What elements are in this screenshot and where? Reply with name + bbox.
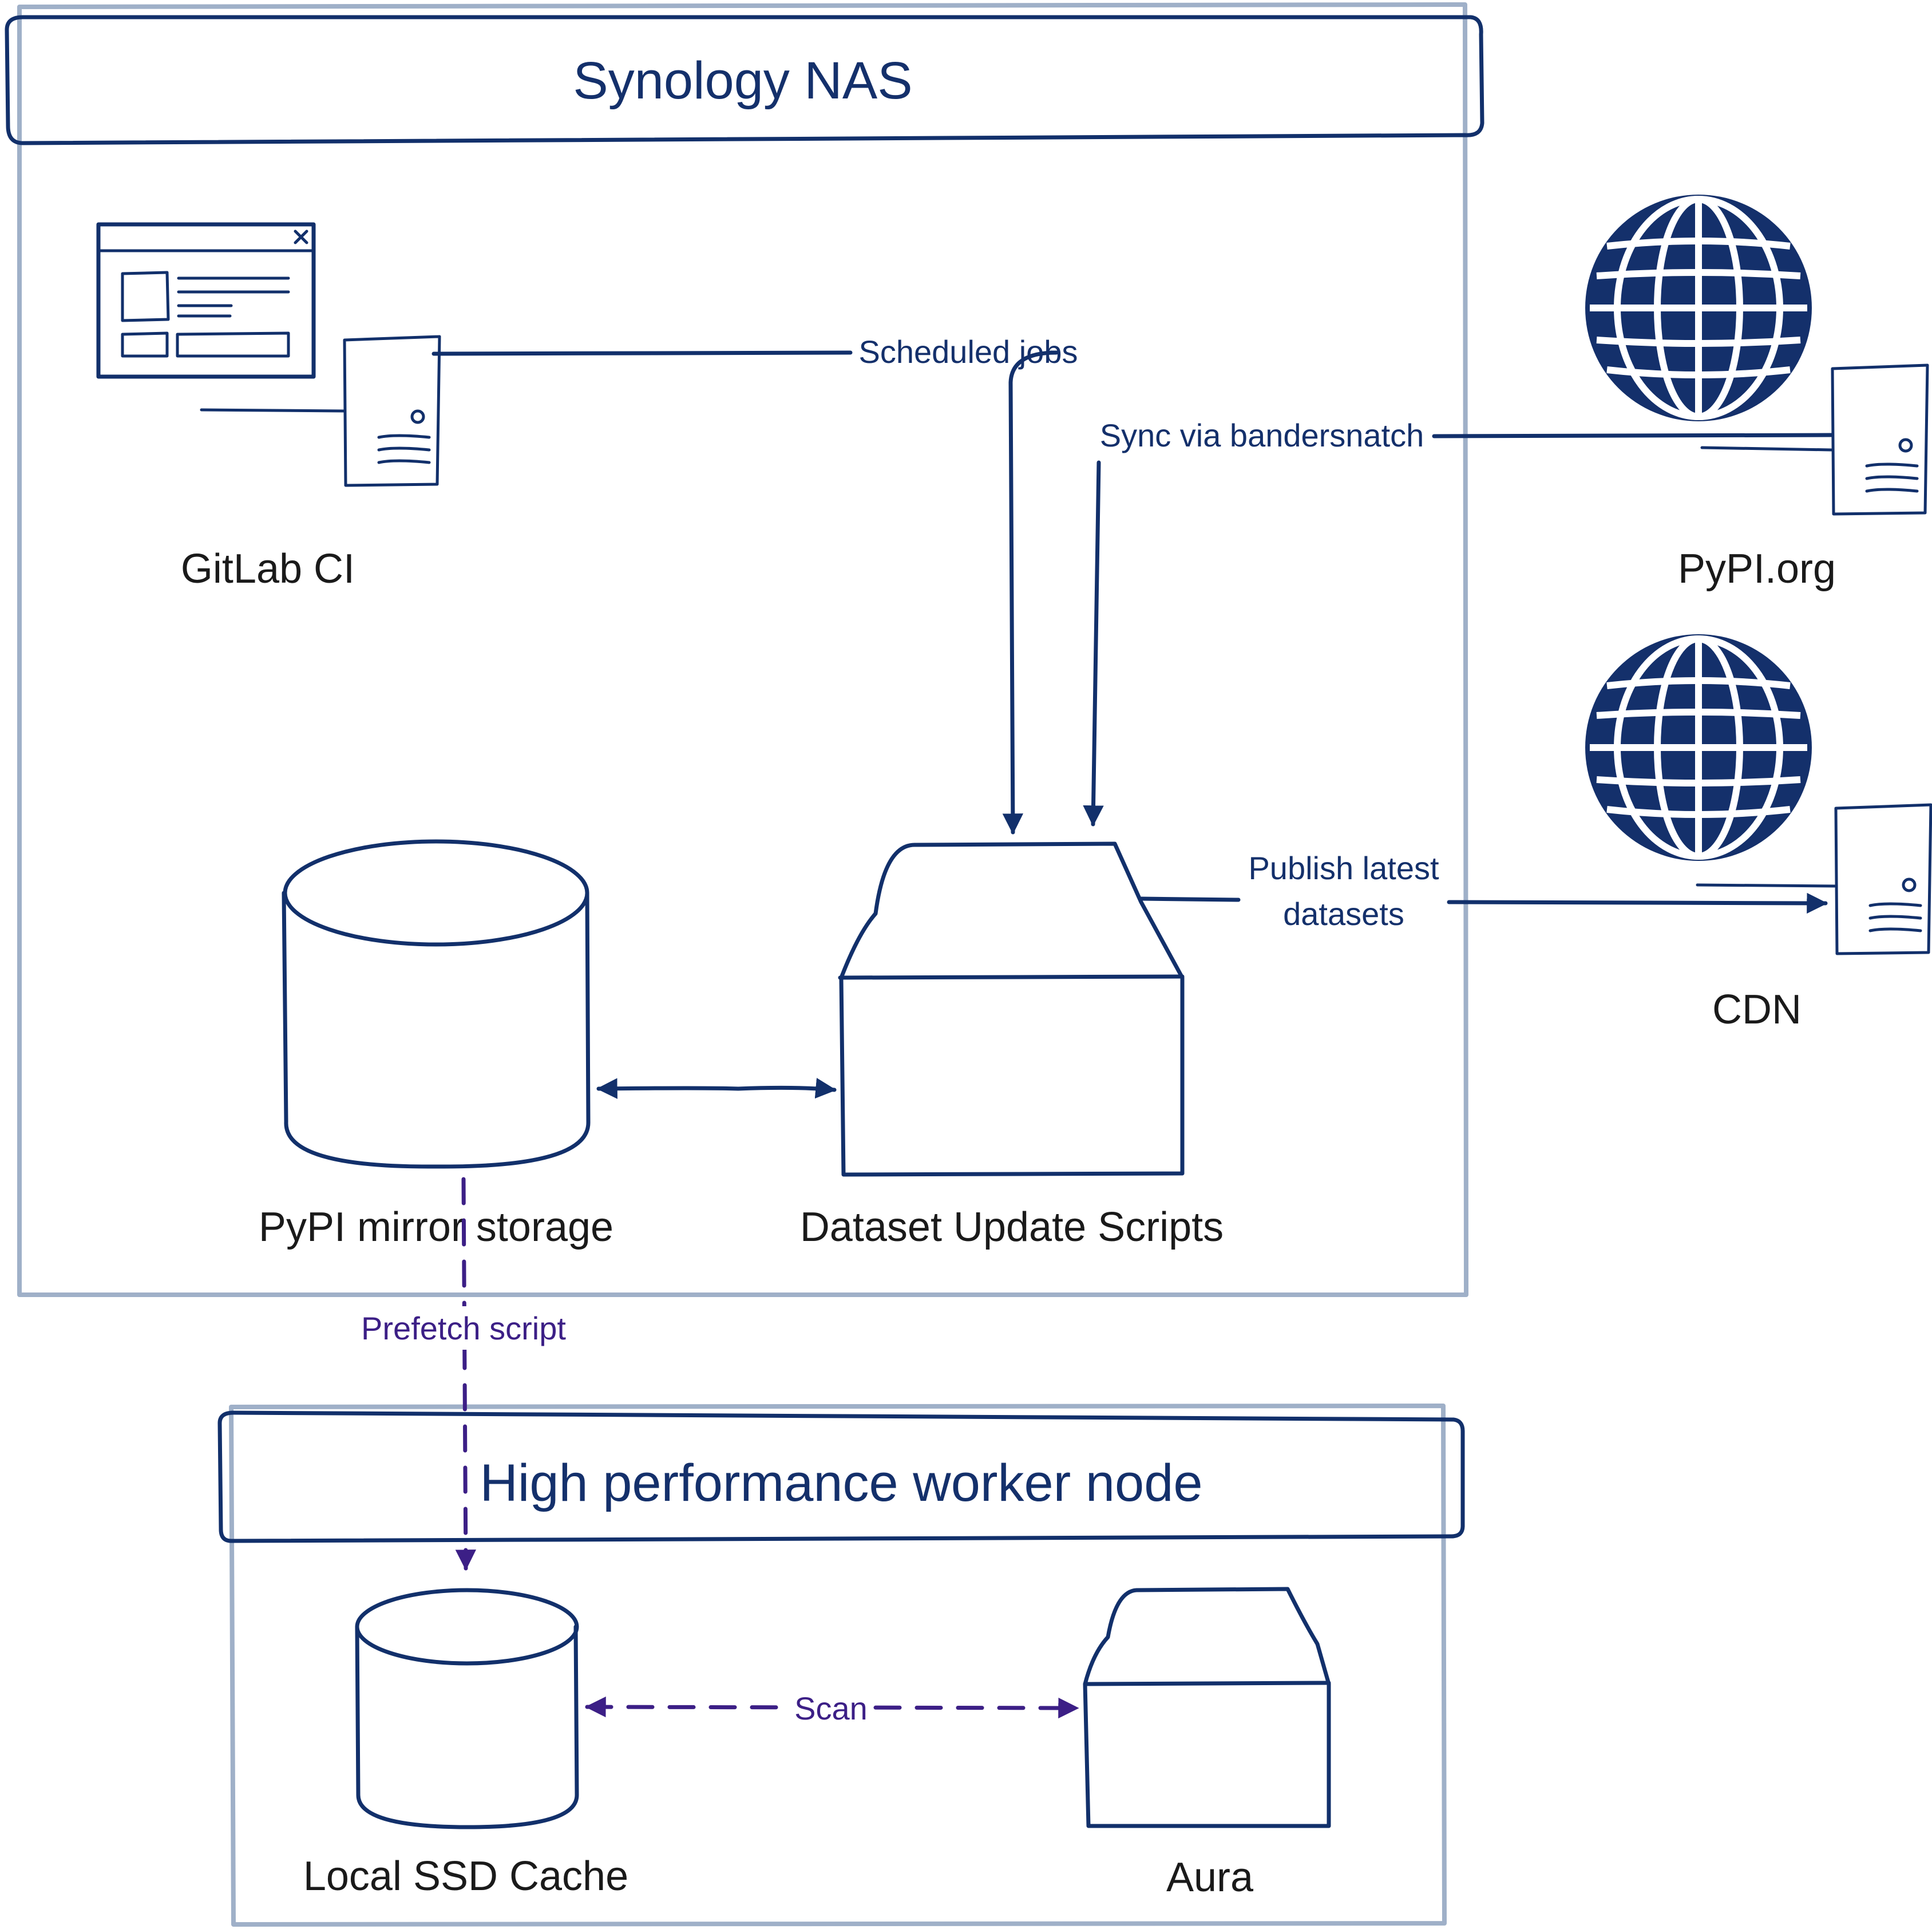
edge-sync: Sync via bandersnatch xyxy=(1093,417,1834,824)
worker-title-bar xyxy=(217,1410,1465,1543)
web-server-icon xyxy=(96,222,440,485)
box-icon xyxy=(1083,1587,1331,1828)
pypi-org-node: PyPI.org xyxy=(1585,195,1927,592)
worker-title: High performance worker node xyxy=(480,1454,1202,1512)
globe-server-icon xyxy=(1585,634,1931,954)
edge-prefetch: Prefetch script xyxy=(343,1177,584,1571)
nas-group-border xyxy=(17,2,1468,1297)
aura-label: Aura xyxy=(1166,1855,1254,1900)
scripts-label: Dataset Update Scripts xyxy=(800,1204,1224,1250)
gitlab-label: GitLab CI xyxy=(181,546,355,592)
worker-group-border xyxy=(229,1404,1447,1927)
box-icon xyxy=(838,841,1185,1177)
aura-node: Aura xyxy=(1083,1587,1331,1900)
globe-server-icon xyxy=(1585,195,1927,514)
database-icon xyxy=(282,839,591,1169)
gitlab-node: GitLab CI xyxy=(96,222,440,592)
publish-label-line2: datasets xyxy=(1283,896,1404,932)
scripts-node: Dataset Update Scripts xyxy=(800,841,1224,1250)
sync-label: Sync via bandersnatch xyxy=(1100,417,1424,453)
nas-title: Synology NAS xyxy=(573,52,912,110)
scheduled-jobs-label: Scheduled jobs xyxy=(859,334,1078,370)
ssd-label: Local SSD Cache xyxy=(303,1853,628,1899)
prefetch-label: Prefetch script xyxy=(361,1310,566,1346)
cdn-node: CDN xyxy=(1585,634,1931,1033)
nas-title-bar xyxy=(5,15,1484,145)
nas-group: Synology NAS xyxy=(5,2,1484,1297)
publish-label-line1: Publish latest xyxy=(1248,850,1439,886)
worker-group: High performance worker node xyxy=(217,1404,1465,1927)
cdn-label: CDN xyxy=(1712,987,1802,1033)
ssd-node: Local SSD Cache xyxy=(303,1588,628,1899)
database-icon xyxy=(355,1588,579,1829)
edge-scan: Scan xyxy=(585,1686,1079,1726)
pypi-org-label: PyPI.org xyxy=(1678,546,1836,592)
edge-scheduled-jobs: Scheduled jobs xyxy=(431,334,1078,832)
scan-label: Scan xyxy=(794,1690,868,1726)
edge-mirror-scripts xyxy=(596,1077,837,1099)
mirror-label: PyPI mirror storage xyxy=(259,1204,613,1250)
edge-publish: Publish latest datasets xyxy=(1139,850,1826,932)
mirror-node: PyPI mirror storage xyxy=(259,839,613,1250)
